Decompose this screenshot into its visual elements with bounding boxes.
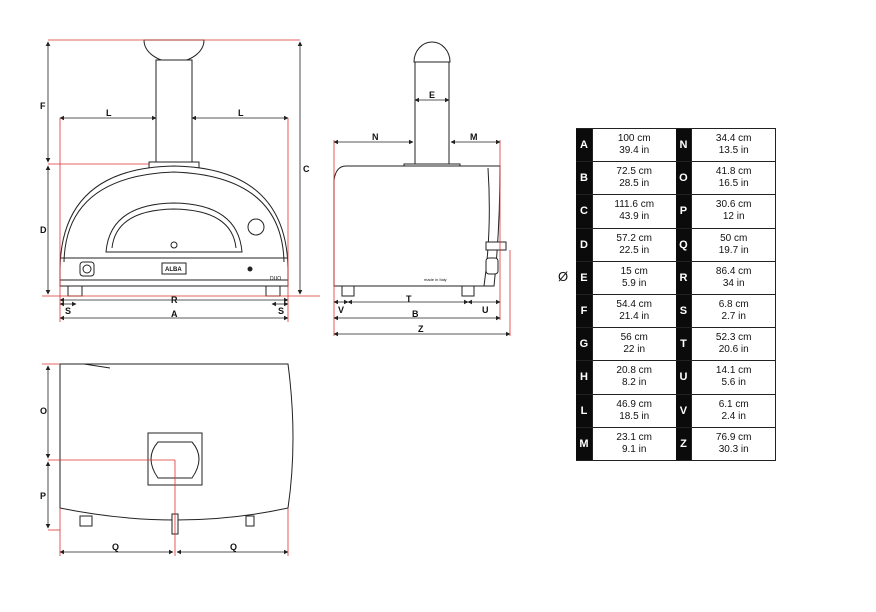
front-dimensions: [42, 39, 320, 322]
diameter-symbol: Ø: [558, 269, 569, 284]
side-body: [333, 165, 501, 287]
label-O: O: [40, 406, 47, 416]
label-L-right: L: [238, 108, 244, 118]
label-C: C: [303, 164, 310, 174]
side-foot-left: [341, 285, 355, 297]
thermometer-icon: [247, 218, 265, 236]
made-in-italy-plate: made in Italy: [424, 277, 447, 282]
side-chimney-pipe: [414, 61, 450, 165]
dim-key: T: [675, 328, 692, 361]
dim-key: C: [576, 195, 592, 228]
dim-key: A: [576, 129, 592, 162]
duo-badge: DUO: [270, 276, 281, 282]
dim-key: M: [576, 427, 592, 460]
dim-key: S: [675, 294, 692, 328]
label-A: A: [171, 309, 178, 319]
top-view: [59, 363, 294, 535]
side-chimney-cap: [413, 41, 451, 63]
gas-knob: [79, 261, 95, 277]
dim-key: L: [576, 394, 592, 427]
dim-key: V: [675, 394, 692, 427]
top-dimensions: [42, 363, 289, 556]
side-gas-valve: [485, 241, 507, 251]
oven-door: [105, 202, 243, 253]
label-U: U: [482, 305, 489, 315]
dim-key: G: [576, 328, 592, 361]
dim-key: Q: [675, 228, 692, 261]
dim-key: D: [576, 228, 592, 261]
dim-key: Z: [675, 427, 692, 460]
front-view: [59, 39, 289, 297]
label-Z: Z: [418, 324, 424, 334]
label-E: E: [429, 90, 435, 100]
label-M: M: [470, 132, 478, 142]
foot-right: [265, 285, 281, 297]
label-Q-left: Q: [112, 542, 119, 552]
dim-key: P: [675, 195, 692, 228]
side-dimensions: [333, 97, 511, 337]
side-view: [333, 41, 507, 297]
label-L-left: L: [106, 108, 112, 118]
chimney-pipe: [155, 59, 193, 165]
logo-plate: [161, 262, 187, 275]
dim-key: E: [576, 261, 592, 294]
dim-key: O: [675, 162, 692, 195]
label-B: B: [412, 309, 419, 319]
foot-left: [67, 285, 83, 297]
label-T: T: [406, 294, 412, 304]
dim-key: B: [576, 162, 592, 195]
label-R: R: [171, 295, 178, 305]
dim-key: F: [576, 294, 592, 328]
dim-key: H: [576, 361, 592, 394]
label-N: N: [372, 132, 379, 142]
label-P: P: [40, 491, 46, 501]
label-F: F: [40, 101, 46, 111]
side-foot-right: [461, 285, 475, 297]
dim-key: U: [675, 361, 692, 394]
label-S-right: S: [278, 306, 284, 316]
label-V: V: [338, 305, 344, 315]
oven-logo: ALBA: [165, 267, 182, 273]
label-Q-right: Q: [230, 542, 237, 552]
dim-key: N: [675, 129, 692, 162]
label-S-left: S: [65, 306, 71, 316]
chimney-cap: [143, 39, 205, 63]
label-D: D: [40, 225, 47, 235]
dim-key: R: [675, 261, 692, 294]
